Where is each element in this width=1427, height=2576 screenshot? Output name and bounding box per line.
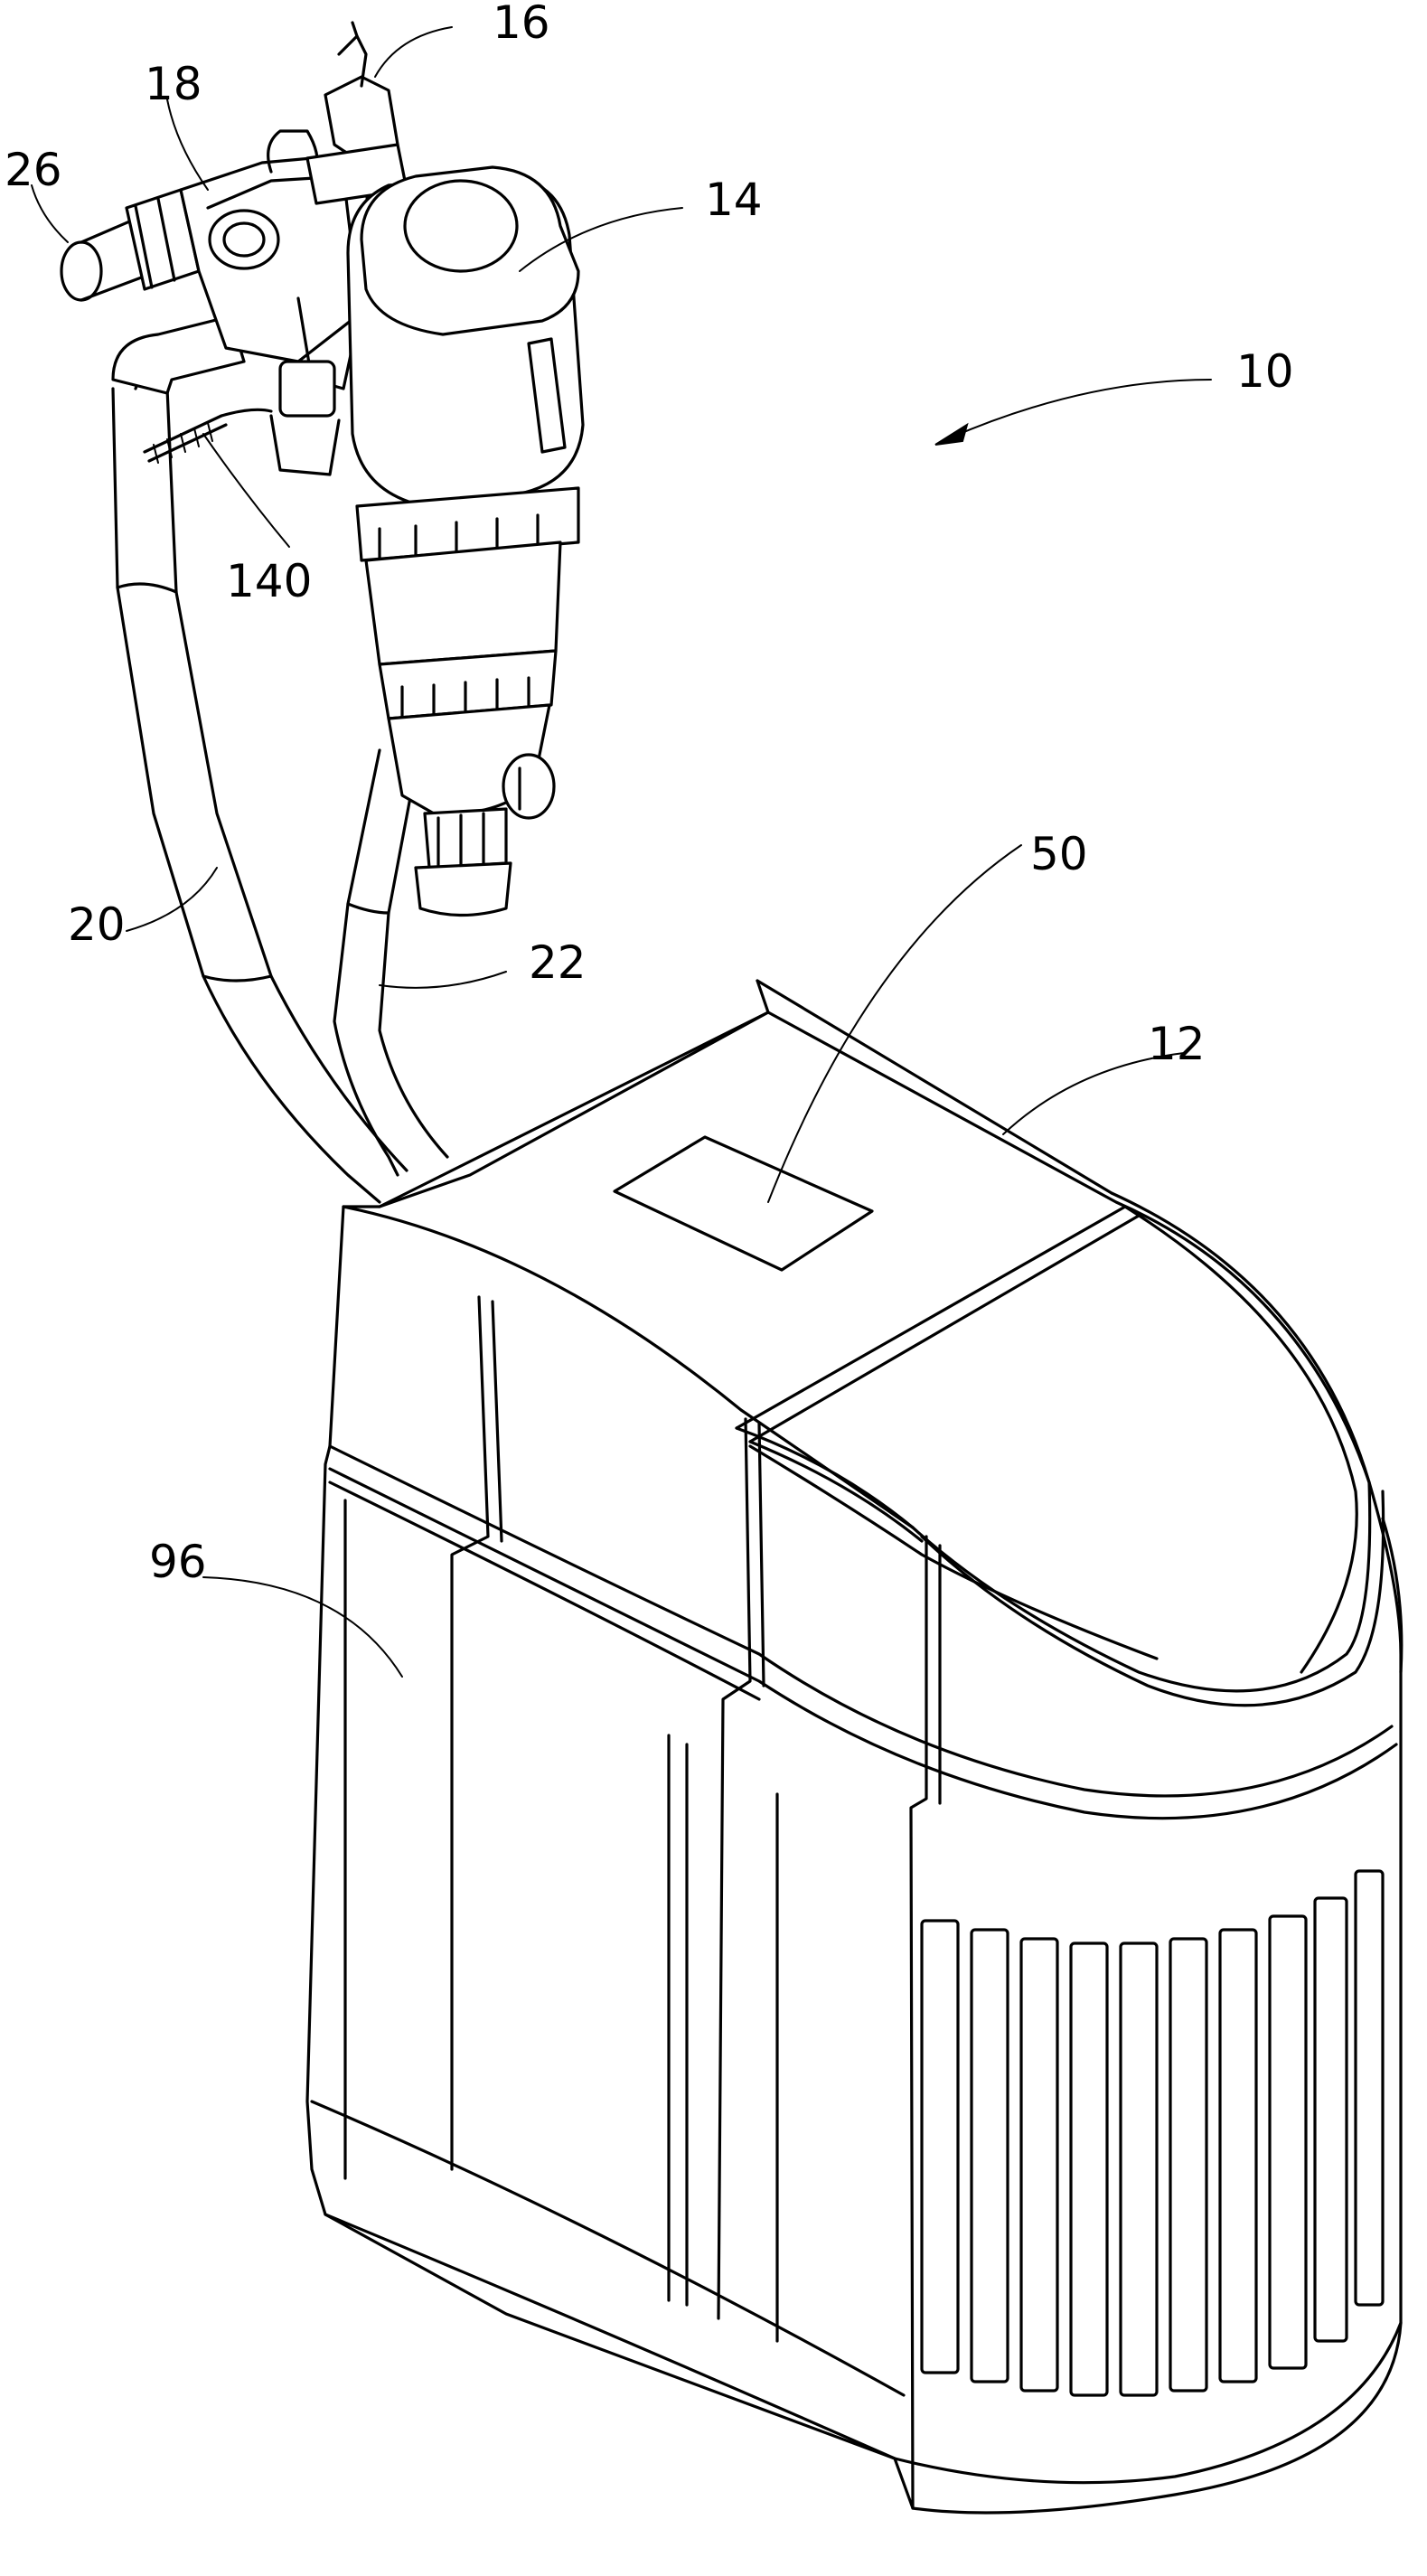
reference-labels: 10 12 14 16 18 20 22 26 140 50 96 <box>5 0 1294 1588</box>
label-16: 16 <box>493 0 550 49</box>
label-96: 96 <box>149 1536 207 1588</box>
label-26: 26 <box>5 144 62 196</box>
label-50: 50 <box>1030 828 1088 880</box>
cabinet <box>305 979 1404 2515</box>
label-10: 10 <box>1236 345 1294 398</box>
leader-lines <box>31 26 1212 1678</box>
valve-assembly <box>60 21 585 917</box>
label-140: 140 <box>226 555 312 607</box>
label-22: 22 <box>529 936 587 989</box>
vent-slots <box>920 1869 1385 2397</box>
label-18: 18 <box>145 58 202 110</box>
label-12: 12 <box>1148 1018 1206 1070</box>
label-14: 14 <box>705 174 763 226</box>
label-20: 20 <box>68 898 126 951</box>
